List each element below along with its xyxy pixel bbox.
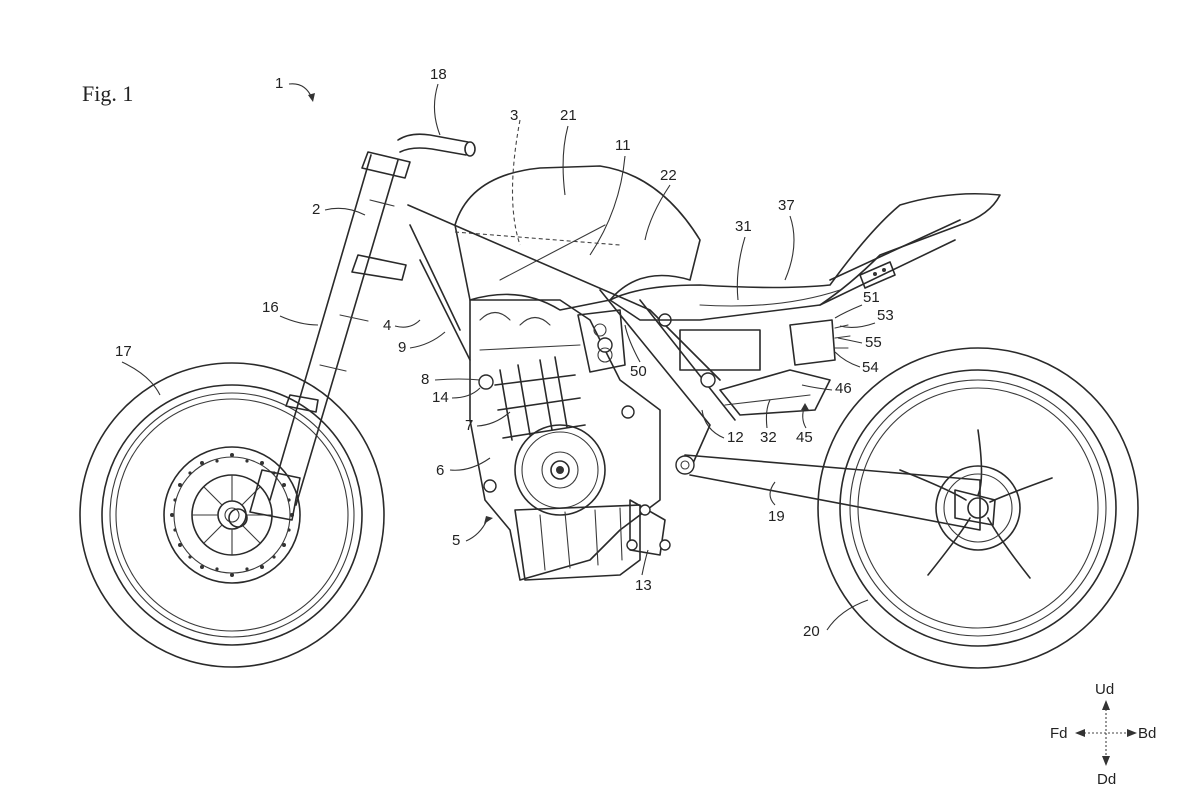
- ref-label-37: 37: [778, 197, 795, 214]
- overall-reference: 1: [275, 75, 315, 102]
- ref-label-11: 11: [615, 137, 631, 154]
- ref-label-7: 7: [465, 417, 473, 434]
- engine: [469, 299, 661, 581]
- exhaust-assembly: [679, 319, 851, 416]
- ref-label-9: 9: [398, 339, 406, 356]
- arrow-left-icon: [1075, 729, 1085, 737]
- direction-front-label: Fd: [1050, 725, 1068, 742]
- direction-down-label: Dd: [1097, 771, 1116, 788]
- ref-label-12: 12: [727, 429, 744, 446]
- ref-label-16: 16: [262, 299, 279, 316]
- rear-wheel: [817, 347, 1139, 669]
- ref-label-45: 45: [796, 429, 813, 446]
- ref-label-46: 46: [835, 380, 852, 397]
- ref-label-55: 55: [865, 334, 882, 351]
- direction-legend: Ud Dd Fd Bd: [1050, 681, 1156, 788]
- ref-label-19: 19: [768, 508, 785, 525]
- swingarm: [626, 454, 996, 556]
- ref-label-17: 17: [115, 343, 132, 360]
- direction-back-label: Bd: [1138, 725, 1156, 742]
- ref-label-20: 20: [803, 623, 820, 640]
- ref-label-4: 4: [383, 317, 391, 334]
- arrow-icon: [308, 93, 315, 102]
- ref-label-8: 8: [421, 371, 429, 388]
- ref-label-3: 3: [510, 107, 518, 124]
- ref-label-51: 51: [863, 289, 880, 306]
- ref-label-22: 22: [660, 167, 677, 184]
- direction-up-label: Ud: [1095, 681, 1114, 698]
- ref-label-21: 21: [560, 107, 577, 124]
- arrow-up-icon: [1102, 700, 1110, 710]
- ref-label-5: 5: [452, 532, 460, 549]
- ref-label-13: 13: [635, 577, 652, 594]
- ref-label-1: 1: [275, 75, 283, 92]
- seat: [609, 192, 1001, 321]
- main-frame: [407, 204, 736, 471]
- ref-label-50: 50: [630, 363, 647, 380]
- brake-disc-holes: [170, 453, 294, 577]
- handlebar: [361, 133, 476, 179]
- ref-label-31: 31: [735, 218, 752, 235]
- ref-label-54: 54: [862, 359, 879, 376]
- arrow-right-icon: [1127, 729, 1137, 737]
- reference-labels: 18 2 3 21 11 22 31 37 16 17 4 9 8 14 7 6…: [115, 66, 894, 640]
- figure-title: Fig. 1: [82, 81, 133, 106]
- ref-label-14: 14: [432, 389, 449, 406]
- ref-label-18: 18: [430, 66, 447, 83]
- front-fork: [228, 154, 407, 528]
- ref-label-53: 53: [877, 307, 894, 324]
- fuel-tank: [454, 119, 701, 311]
- arrow-down-icon: [1102, 756, 1110, 766]
- ref-label-2: 2: [312, 201, 320, 218]
- front-wheel: [79, 362, 385, 668]
- ref-label-6: 6: [436, 462, 444, 479]
- ref-label-32: 32: [760, 429, 777, 446]
